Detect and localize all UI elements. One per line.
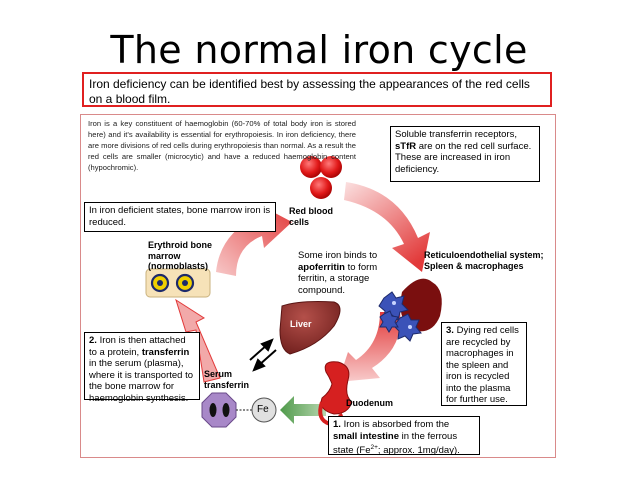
ferritin-text-bold: apoferritin	[298, 261, 345, 273]
step-2-text-post: in the serum (plasma), where it is trans…	[89, 358, 194, 404]
step-2-box: 2. Iron is then attached to a protein, t…	[84, 332, 200, 404]
stfr-text-bold: sTfR	[395, 140, 417, 152]
arrow-duodenum-to-fe	[280, 396, 326, 424]
step-3-box: 3. Dying red cells are recycled by macro…	[441, 322, 527, 406]
spleen-macrophage-icon	[378, 278, 442, 342]
marrow-note-box: In iron deficient states, bone marrow ir…	[84, 202, 276, 232]
intro-paragraph: Iron is a key constituent of haemoglobin…	[88, 119, 356, 172]
step-1-number: 1.	[333, 419, 341, 430]
duodenum-icon	[320, 361, 353, 415]
ferritin-note: Some iron binds to apoferritin to form f…	[298, 250, 398, 296]
transferrin-icon	[201, 392, 277, 428]
step-1-text-pre: Iron is absorbed from the	[340, 419, 450, 430]
step-2-text-bold: transferrin	[141, 346, 190, 358]
step-3-number: 3.	[446, 325, 454, 336]
red-blood-cells-icon	[300, 156, 342, 199]
liver-exchange-arrows	[249, 338, 277, 372]
fe-label: Fe	[257, 404, 269, 415]
erythroid-label: Erythroid bone marrow (normoblasts)	[148, 240, 213, 271]
serum-transferrin-label: Serum transferrin	[204, 369, 250, 390]
stfr-text-post: are on the red cell surface. These are i…	[395, 140, 532, 175]
step-1-text-bold: small intestine	[333, 430, 399, 442]
ferritin-text-post: to form ferritin, a storage compound.	[298, 261, 378, 296]
step-1-text-post: ; approx. 1mg/day).	[377, 445, 460, 457]
reticuloendothelial-label: Reticuloendothelial system; Spleen & mac…	[424, 250, 544, 271]
arrow-rbc-to-re	[344, 182, 430, 272]
step-1-superscript: 2+	[370, 444, 378, 451]
stfr-note-box: Soluble transferrin receptors, sTfR are …	[390, 126, 540, 182]
red-blood-cells-label: Red blood cells	[289, 206, 333, 227]
stfr-text-pre: Soluble transferrin receptors,	[395, 129, 517, 140]
duodenum-label: Duodenum	[346, 398, 393, 408]
liver-label: Liver	[290, 319, 312, 329]
step-2-number: 2.	[89, 335, 97, 346]
step-1-text-mid: in the ferrous state (Fe	[333, 430, 458, 457]
bone-marrow-icon	[145, 268, 211, 298]
page-title: The normal iron cycle	[110, 28, 528, 72]
step-2-text-pre: Iron is then attached to a protein,	[89, 335, 186, 358]
step-3-text: Dying red cells are recycled by macropha…	[446, 325, 519, 405]
summary-banner: Iron deficiency can be identified best b…	[82, 72, 552, 107]
ferritin-text-pre: Some iron binds to	[298, 250, 378, 261]
liver-icon	[279, 301, 341, 355]
step-1-box: 1. Iron is absorbed from the small intes…	[328, 416, 480, 457]
arrow-re-to-plasma	[338, 312, 401, 382]
diagram-frame	[80, 114, 556, 458]
